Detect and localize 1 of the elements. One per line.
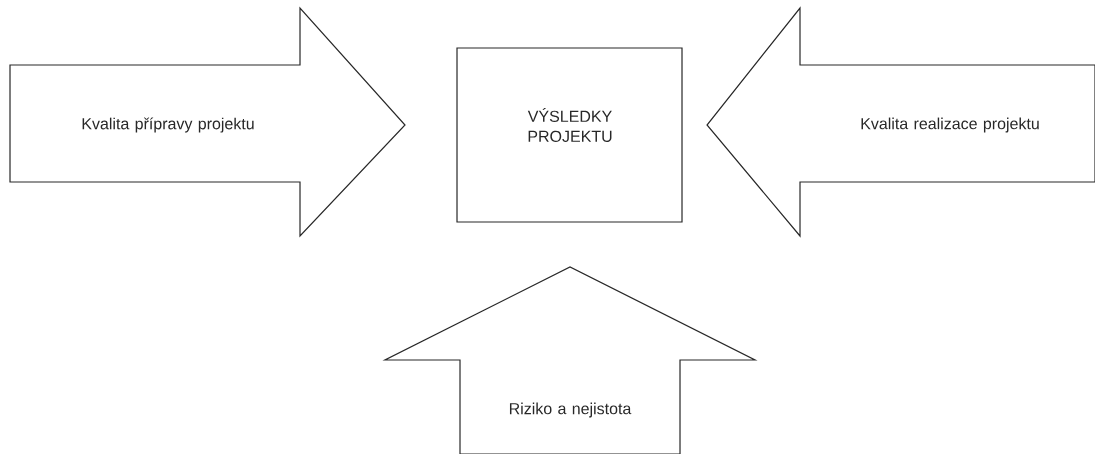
result-box: VÝSLEDKY PROJEKTU	[456, 47, 683, 223]
